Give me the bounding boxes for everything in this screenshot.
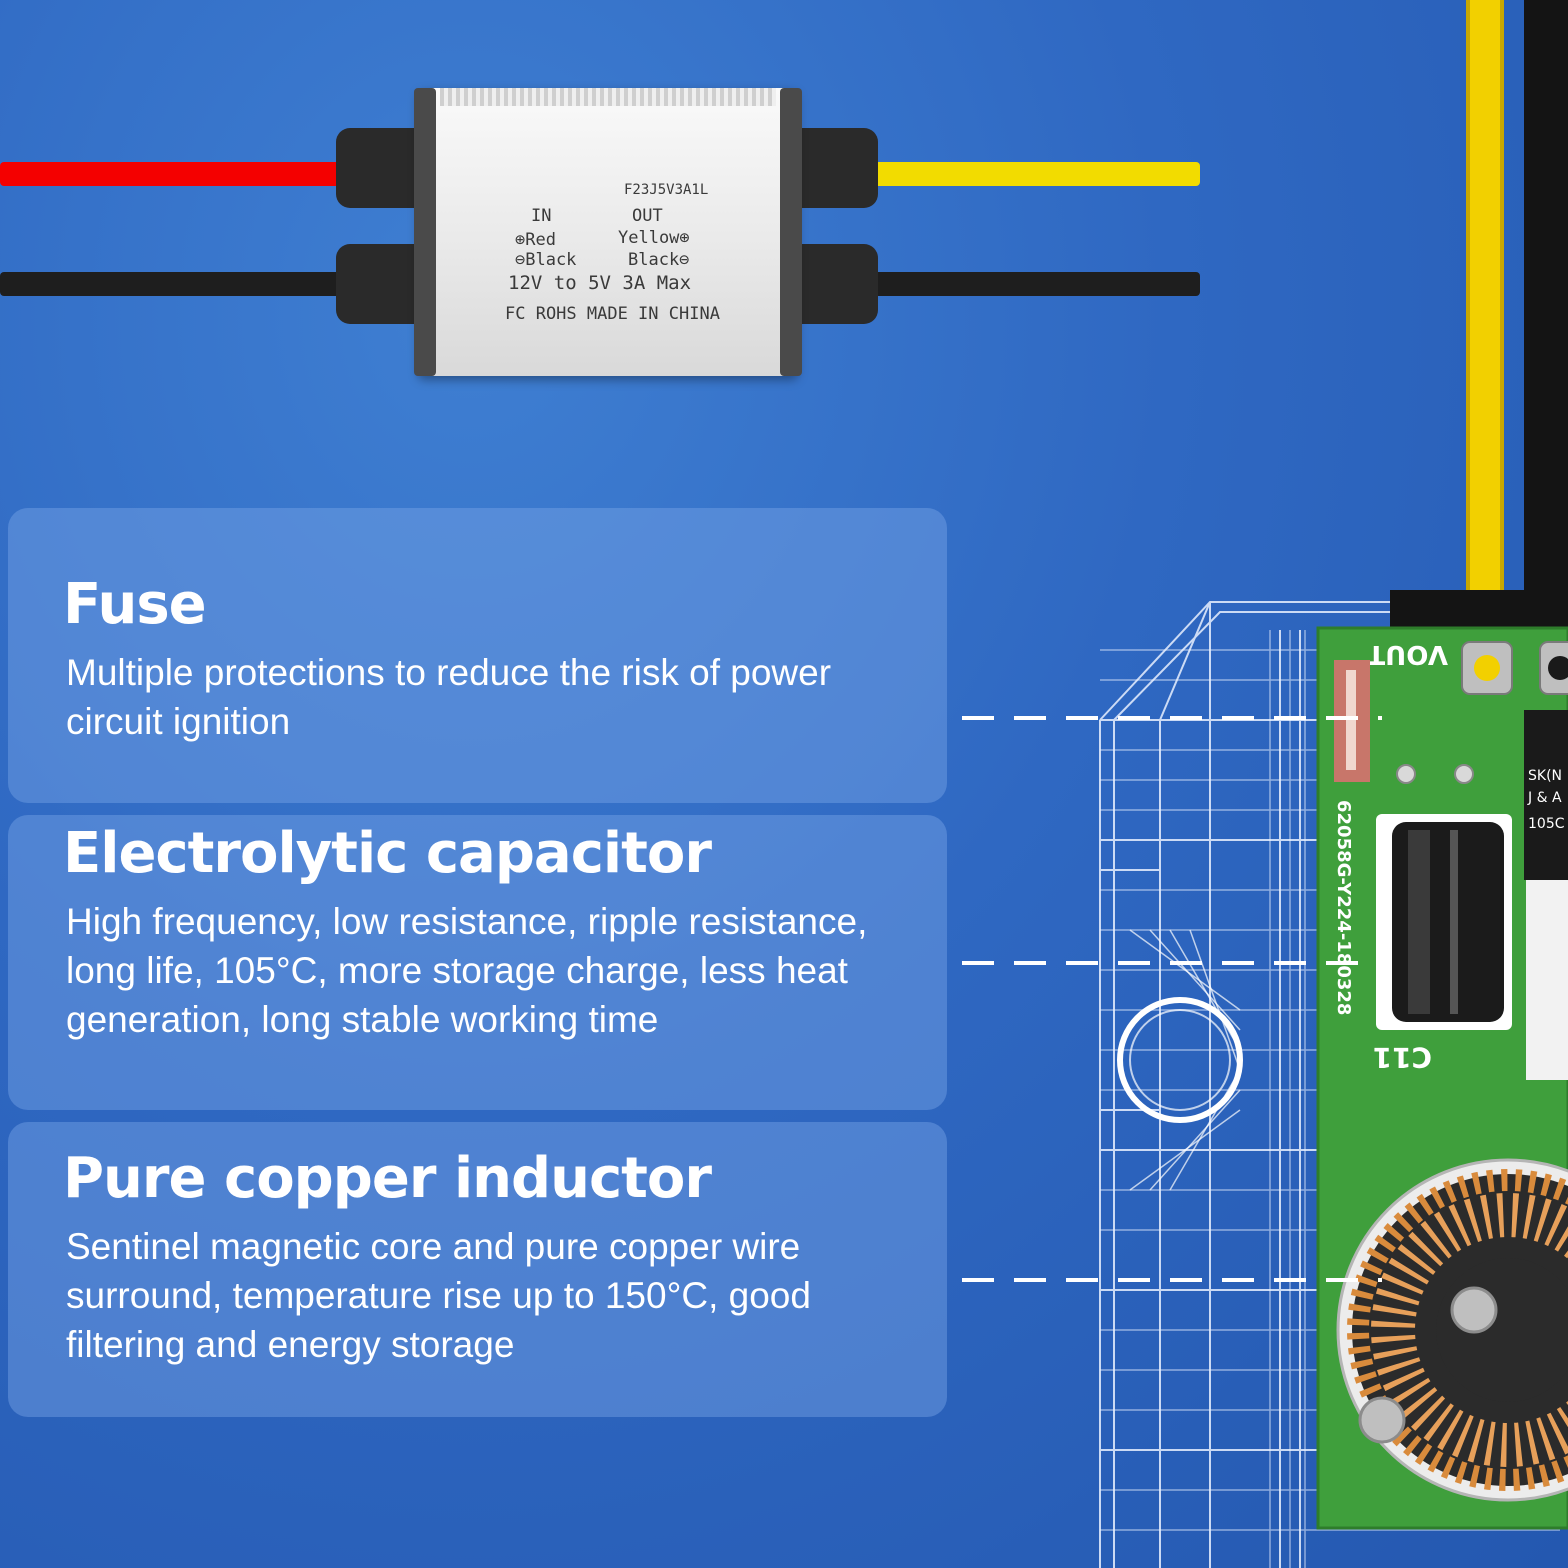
- certs-label: FC ROHS MADE IN CHINA: [505, 304, 720, 324]
- pcb-illustration: VOUT SK(N J & A 105C 62058G-Y224-180328 …: [1099, 590, 1568, 1568]
- out-yellow-label: Yellow⊕: [618, 228, 690, 248]
- out-label: OUT: [632, 206, 663, 226]
- chip-text-1: SK(N: [1528, 768, 1562, 784]
- in-red-label: ⊕Red: [515, 230, 556, 250]
- in-black-label: ⊖Black: [515, 250, 577, 270]
- feature-description: Sentinel magnetic core and pure copper w…: [66, 1226, 811, 1365]
- copper-inductor: [1336, 1158, 1568, 1502]
- feature-title: Pure copper inductor: [63, 1146, 712, 1211]
- chip-text-3: 105C: [1528, 816, 1565, 832]
- vout-label: VOUT: [1367, 639, 1448, 669]
- model-number: F23J5V3A1L: [624, 182, 709, 198]
- in-label: IN: [531, 206, 552, 226]
- wireframe-enclosure: [1099, 601, 1560, 1568]
- converter-module: F23J5V3A1L IN OUT ⊕Red Yellow⊕ ⊖Black Bl…: [414, 88, 802, 376]
- feature-card-inductor: Pure copper inductor Sentinel magnetic c…: [8, 1122, 947, 1417]
- out-black-label: Black⊖: [628, 250, 690, 270]
- ic-chip: [1524, 710, 1568, 880]
- wireframe-ring: [1117, 929, 1243, 1191]
- black-vertical-wire: [1524, 0, 1568, 660]
- fuse-callout-line: [962, 716, 1382, 720]
- inductor-callout-line: [962, 1278, 1382, 1282]
- feature-title: Fuse: [63, 572, 207, 637]
- rating-label: 12V to 5V 3A Max: [508, 272, 692, 294]
- feature-card-fuse: Fuse Multiple protections to reduce the …: [8, 508, 947, 803]
- chip-text-2: J & A: [1527, 790, 1562, 806]
- yellow-vertical-wire: [1466, 0, 1504, 660]
- board-code: 62058G-Y224-180328: [1333, 800, 1354, 1015]
- module-end-cap-right: [780, 88, 802, 376]
- feature-description: High frequency, low resistance, ripple r…: [66, 901, 868, 1040]
- feature-card-capacitor: Electrolytic capacitor High frequency, l…: [8, 815, 947, 1110]
- feature-title: Electrolytic capacitor: [63, 821, 712, 886]
- module-end-cap-left: [414, 88, 436, 376]
- silkscreen-area: [1526, 880, 1568, 1080]
- module-ridges: [440, 88, 776, 106]
- feature-description: Multiple protections to reduce the risk …: [66, 652, 832, 742]
- capacitor-callout-line: [962, 961, 1382, 965]
- cap-ref: C11: [1372, 1041, 1432, 1074]
